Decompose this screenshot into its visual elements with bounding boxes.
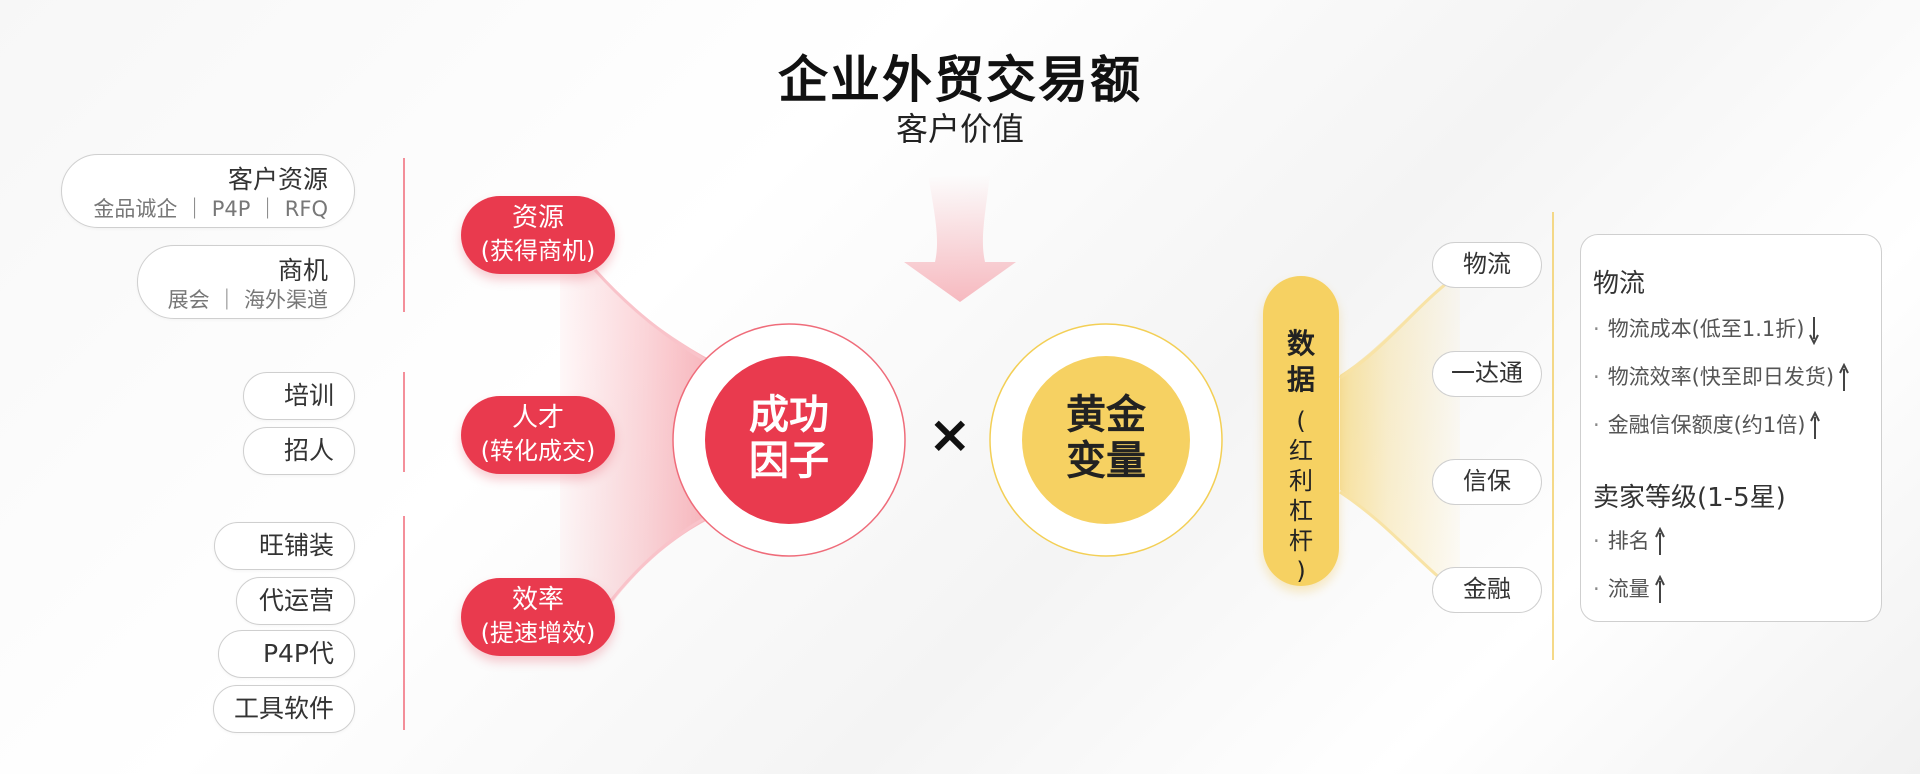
success-line-2: 因子 — [749, 438, 829, 484]
outsourced-operation-pill: 代运营 — [236, 577, 355, 625]
data-char-1: 数 — [1286, 327, 1315, 360]
page-subtitle: 客户价值 — [895, 110, 1024, 148]
gold-fan — [1340, 270, 1460, 600]
talent-connector-line — [403, 372, 405, 472]
data-sub-6: ) — [1296, 557, 1306, 585]
factor-efficiency-name: 效率 — [511, 585, 564, 615]
ranking-text: 排名 — [1607, 529, 1650, 553]
panel-logistics-title: 物流 — [1593, 269, 1646, 299]
efficiency-connector-line — [403, 516, 405, 730]
gold-variable-label: 黄金 变量 — [1022, 392, 1190, 484]
red-funnel — [560, 265, 730, 620]
gold-inner-circle — [1022, 356, 1190, 524]
panel-seller-title: 卖家等级(1-5星) — [1593, 483, 1786, 513]
service-trade-assurance-pill: 信保 — [1432, 459, 1542, 505]
traffic-text: 流量 — [1607, 577, 1650, 601]
success-line-1: 成功 — [749, 392, 829, 438]
factor-efficiency-desc: (提速增效) — [480, 619, 596, 647]
arrow-up-icon — [1654, 575, 1665, 603]
factor-efficiency-pill: 效率 (提速增效) — [461, 578, 615, 656]
down-arrow-shape — [904, 175, 1016, 302]
gold-line-1: 黄金 — [1066, 392, 1146, 438]
factor-resource-desc: (获得商机) — [480, 237, 596, 265]
panel-logistics-item-2: ·物流效率(快至即日发货) — [1593, 361, 1850, 393]
business-opportunity-sub: 展会 ｜ 海外渠道 — [167, 288, 328, 312]
training-pill: 培训 — [243, 372, 355, 420]
data-sub-3: 利 — [1289, 467, 1313, 495]
data-sub-5: 杆 — [1289, 527, 1313, 555]
panel-seller-item-1: ·排名 — [1593, 525, 1666, 557]
success-factor-label: 成功 因子 — [705, 392, 873, 484]
arrow-up-icon — [1810, 411, 1821, 439]
data-sub-2: 红 — [1289, 437, 1313, 465]
panel-logistics-item-1: ·物流成本(低至1.1折) — [1593, 313, 1820, 345]
factor-resource-name: 资源 — [511, 203, 564, 233]
customer-resource-label: 客户资源 — [227, 165, 328, 194]
storefront-decoration-pill: 旺铺装修 — [214, 522, 355, 605]
page-title: 企业外贸交易额 — [778, 51, 1142, 109]
panel-logistics-item-3: ·金融信保额度(约1倍) — [1593, 409, 1821, 441]
arrow-up-icon — [1654, 527, 1665, 555]
arrow-up-icon — [1839, 363, 1849, 391]
data-sub-1: ( — [1296, 407, 1306, 435]
finance-credit-text: 金融信保额度(约1倍) — [1607, 413, 1806, 437]
factor-resource-pill: 资源 (获得商机) — [461, 196, 615, 274]
benefits-panel: 物流 ·物流成本(低至1.1折) ·物流效率(快至即日发货) ·金融信保额度(约… — [1580, 234, 1882, 622]
logistics-efficiency-text: 物流效率(快至即日发货) — [1607, 365, 1835, 389]
customer-resource-pill: 客户资源 金品诚企 ｜ P4P ｜ RFQ — [61, 154, 355, 228]
success-inner-circle — [705, 356, 873, 524]
recruiting-pill: 招人 — [243, 427, 355, 475]
business-opportunity-pill: 商机 展会 ｜ 海外渠道 — [137, 245, 355, 319]
p4p-operation-pill: P4P代操 — [218, 630, 355, 713]
service-onetouch-pill: 一达通 — [1432, 351, 1542, 397]
multiply-sign: × — [928, 405, 972, 465]
arrow-down-icon — [1809, 317, 1820, 345]
factor-talent-name: 人才 — [511, 403, 564, 433]
customer-resource-sub: 金品诚企 ｜ P4P ｜ RFQ — [93, 197, 328, 221]
data-leverage-pill: 数 据 ( 红 利 杠 杆 ) — [1263, 276, 1339, 586]
tool-software-pill: 工具软件 — [213, 685, 355, 733]
resource-connector-line — [403, 158, 405, 312]
data-sub-4: 杠 — [1289, 497, 1313, 525]
gold-line-2: 变量 — [1066, 438, 1146, 484]
data-char-2: 据 — [1286, 363, 1315, 396]
business-opportunity-label: 商机 — [277, 256, 328, 285]
factor-talent-desc: (转化成交) — [480, 437, 596, 465]
logistics-cost-text: 物流成本(低至1.1折) — [1607, 317, 1805, 341]
gold-connector-line — [1552, 212, 1554, 660]
panel-seller-item-2: ·流量 — [1593, 573, 1666, 605]
factor-talent-pill: 人才 (转化成交) — [461, 396, 615, 474]
service-logistics-pill: 物流 — [1432, 242, 1542, 288]
service-finance-pill: 金融 — [1432, 567, 1542, 613]
